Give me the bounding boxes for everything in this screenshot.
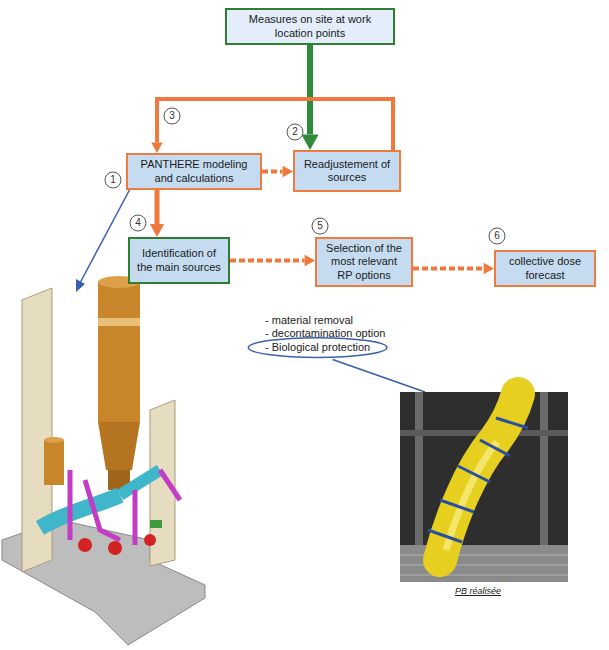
highlight-ellipse: [248, 338, 387, 358]
cylinder-taper: [98, 422, 140, 470]
callout-number: 1: [105, 172, 121, 188]
flow-arrow: [262, 166, 293, 177]
flow-arrow: [151, 99, 393, 153]
callout-number: 2: [287, 124, 303, 140]
process-box: PANTHERE modeling and calculations: [126, 153, 262, 190]
leader-line: [80, 189, 130, 283]
callout-circle: [130, 215, 146, 231]
arrowhead: [151, 143, 162, 153]
process-box: Selection of the most relevant RP option…: [315, 237, 413, 287]
connector-line: [230, 259, 305, 263]
pump-cylinder: [44, 440, 64, 485]
primary-pipe: [120, 470, 160, 495]
pump-top: [44, 437, 64, 443]
connector-line: [262, 170, 283, 174]
connector-line: [413, 267, 484, 271]
callout-number: 3: [164, 108, 180, 124]
support: [150, 520, 162, 528]
shielding-highlight: [446, 442, 497, 550]
connector-line: [157, 99, 393, 150]
process-box: collective dose forecast: [494, 250, 596, 287]
option-item: - decontamination option: [265, 327, 385, 340]
callout-circle: [287, 124, 303, 140]
arrowhead: [305, 255, 315, 266]
photo-background: [400, 392, 568, 582]
process-box: Readjustement of sources: [293, 150, 401, 192]
connector-line: [307, 45, 313, 134]
arrowhead: [283, 166, 293, 177]
callout-circles: [105, 108, 505, 244]
flow-arrow: [150, 190, 164, 237]
shielding-straps: [428, 418, 528, 542]
photo-caption: PB réalisée: [455, 586, 501, 597]
flow-arrow: [413, 263, 494, 274]
arrowhead: [484, 263, 494, 274]
callout-circle: [164, 108, 180, 124]
callout-number: 6: [489, 228, 505, 244]
process-box: Measures on site at work location points: [225, 8, 395, 45]
valve: [78, 538, 92, 552]
box-text: PANTHERE modeling and calculations: [133, 158, 255, 184]
steam-generator-cylinder: [98, 282, 140, 422]
option-item: - material removal: [265, 314, 353, 327]
box-text: Selection of the most relevant RP option…: [322, 242, 406, 282]
arrowhead: [301, 134, 318, 150]
reactor-model-illustration: [2, 276, 205, 645]
callout-circle: [105, 172, 121, 188]
valve: [108, 541, 122, 555]
auxiliary-pipes: [70, 470, 180, 545]
callout-number: 5: [312, 218, 328, 234]
photo-illustration: [400, 392, 568, 582]
primary-pipe: [40, 495, 120, 528]
connector-line: [155, 190, 160, 224]
process-box: Identification of the main sources: [128, 237, 230, 284]
leader-line: [333, 359, 425, 392]
callout-circle: [489, 228, 505, 244]
cylinder-band: [98, 318, 140, 326]
blue-leaders: [76, 189, 425, 392]
callout-number: 4: [130, 215, 146, 231]
flow-arrow: [230, 255, 315, 266]
arrowhead: [150, 224, 164, 237]
box-text: Identification of the main sources: [135, 247, 223, 273]
box-text: collective dose forecast: [501, 255, 589, 281]
callout-circle: [312, 218, 328, 234]
option-item: - Biological protection: [265, 341, 370, 354]
box-text: Readjustement of sources: [300, 158, 394, 184]
leader-arrowhead: [76, 279, 85, 292]
valve: [144, 534, 156, 546]
box-text: Measures on site at work location points: [232, 13, 388, 39]
